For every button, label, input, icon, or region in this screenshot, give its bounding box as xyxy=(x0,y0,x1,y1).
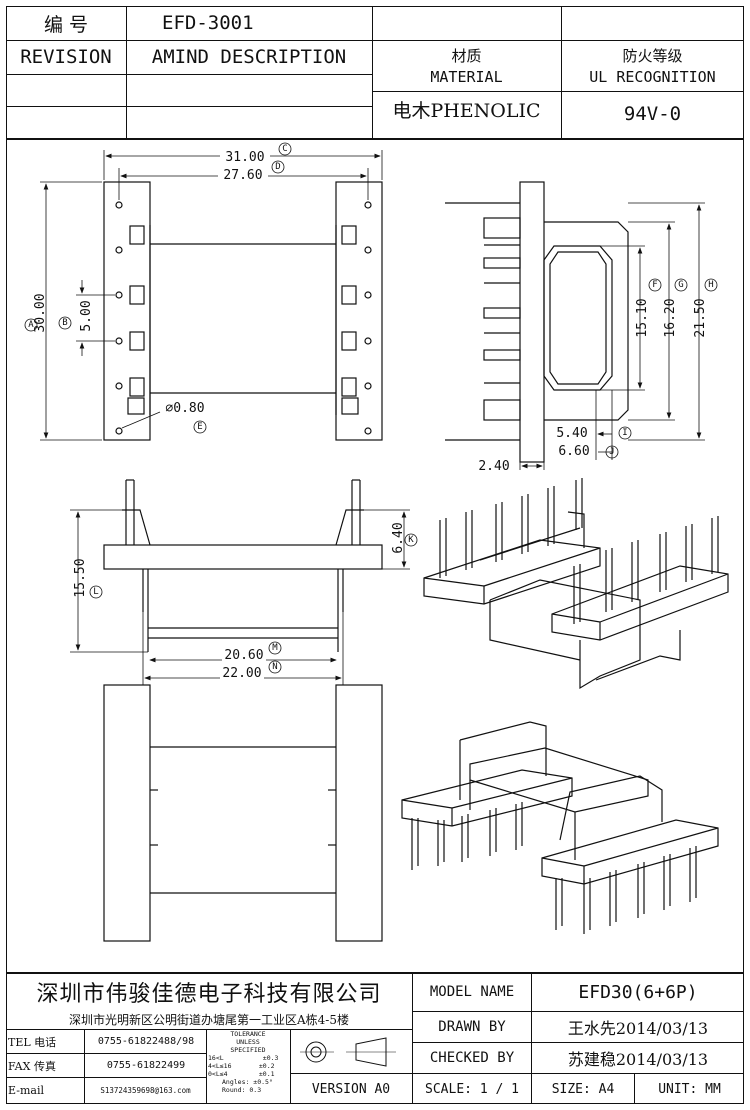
tag-l: L xyxy=(93,587,99,597)
tol-line-1: 16<L ±0.3 xyxy=(208,1054,279,1062)
unit: UNIT: MM xyxy=(658,1081,721,1097)
tag-k: K xyxy=(408,535,414,545)
tel-label: TEL 电话 xyxy=(8,1035,57,1049)
ul-cn-label: 防火等级 xyxy=(622,46,683,65)
tag-j: J xyxy=(609,447,615,457)
material-en-label: MATERIAL xyxy=(430,68,503,86)
drawn-value: 王水先2014/03/13 xyxy=(567,1019,709,1038)
dim-2-40: 2.40 xyxy=(478,458,510,474)
tolerance-title: TOLERANCE UNLESS SPECIFIED xyxy=(230,1030,266,1054)
tolerance-box: TOLERANCE UNLESS SPECIFIED 16<L ±0.3 4<L… xyxy=(208,1030,288,1102)
bottom-view xyxy=(103,684,383,942)
checked-value: 苏建稳2014/03/13 xyxy=(567,1050,709,1069)
revision-label: REVISION xyxy=(20,46,112,68)
tol-line-3: 0<L≤4 ±0.1 xyxy=(208,1070,275,1078)
drawn-label: DRAWN BY xyxy=(438,1019,506,1035)
tag-m: M xyxy=(272,643,278,653)
tag-g: G xyxy=(678,280,684,290)
fax-value: 0755-61822499 xyxy=(106,1060,186,1071)
checked-label: CHECKED BY xyxy=(429,1050,515,1066)
version: VERSION A0 xyxy=(311,1081,391,1097)
dim-15-50: 15.50 xyxy=(72,558,88,598)
code-label: 编 号 xyxy=(43,13,89,36)
amend-description-label: AMIND DESCRIPTION xyxy=(151,46,347,68)
tol-line-2: 4<L≤16 ±0.2 xyxy=(208,1062,275,1070)
projection-symbol-icon xyxy=(300,1037,396,1067)
dim-31-00: 31.00 xyxy=(220,150,270,165)
dim-5-40: 5.40 xyxy=(556,425,588,441)
front-view xyxy=(70,479,418,685)
dim-21-50: 21.50 xyxy=(692,298,708,338)
tag-c: C xyxy=(282,144,288,154)
tag-d: D xyxy=(275,162,281,172)
tag-e: E xyxy=(197,422,203,432)
email-value: S13724359698@163.com xyxy=(100,1085,191,1095)
material-value: 电木PHENOLIC xyxy=(392,99,541,122)
ul-en-label: UL RECOGNITION xyxy=(589,68,716,86)
dim-5-00: 5.00 xyxy=(78,300,94,332)
company-address: 深圳市光明新区公明街道办塘尾第一工业区A栋4-5楼 xyxy=(69,1012,349,1027)
material-cn-label: 材质 xyxy=(451,46,482,65)
company-name: 深圳市伟骏佳德电子科技有限公司 xyxy=(36,982,382,1007)
code-value: EFD-3001 xyxy=(162,12,254,34)
model-label: MODEL NAME xyxy=(429,984,515,1000)
dim-6-40: 6.40 xyxy=(390,522,406,554)
dim-6-60: 6.60 xyxy=(558,443,590,459)
tel-value: 0755-61822488/98 xyxy=(97,1036,195,1047)
ul-value: 94V-0 xyxy=(623,103,682,125)
tag-n: N xyxy=(272,662,278,672)
dim-27-60: 27.60 xyxy=(218,168,268,183)
top-view xyxy=(24,142,383,441)
tol-line-5: Round: 0.3 xyxy=(222,1086,262,1094)
tag-f: F xyxy=(652,280,658,290)
fax-label: FAX 传真 xyxy=(8,1059,56,1073)
dim-16-20: 16.20 xyxy=(662,298,678,338)
dim-20-60: 20.60 xyxy=(222,648,266,663)
dim-hole: ∅0.80 xyxy=(165,400,205,416)
tag-b: B xyxy=(62,318,68,328)
isometric-view-top xyxy=(423,478,729,690)
email-label: E-mail xyxy=(8,1083,44,1097)
drawing-frame xyxy=(6,6,744,1104)
isometric-view-bottom xyxy=(401,721,719,934)
scale: SCALE: 1 / 1 xyxy=(425,1081,519,1097)
tag-a: A xyxy=(28,320,34,330)
dim-15-10: 15.10 xyxy=(634,298,650,338)
model-value: EFD30(6+6P) xyxy=(578,981,698,1003)
tag-h: H xyxy=(708,280,714,290)
tol-line-4: Angles: ±0.5° xyxy=(222,1078,273,1086)
tag-i: I xyxy=(622,428,628,438)
size: SIZE: A4 xyxy=(551,1081,615,1097)
dim-22-00: 22.00 xyxy=(220,666,264,681)
side-view xyxy=(445,181,718,470)
